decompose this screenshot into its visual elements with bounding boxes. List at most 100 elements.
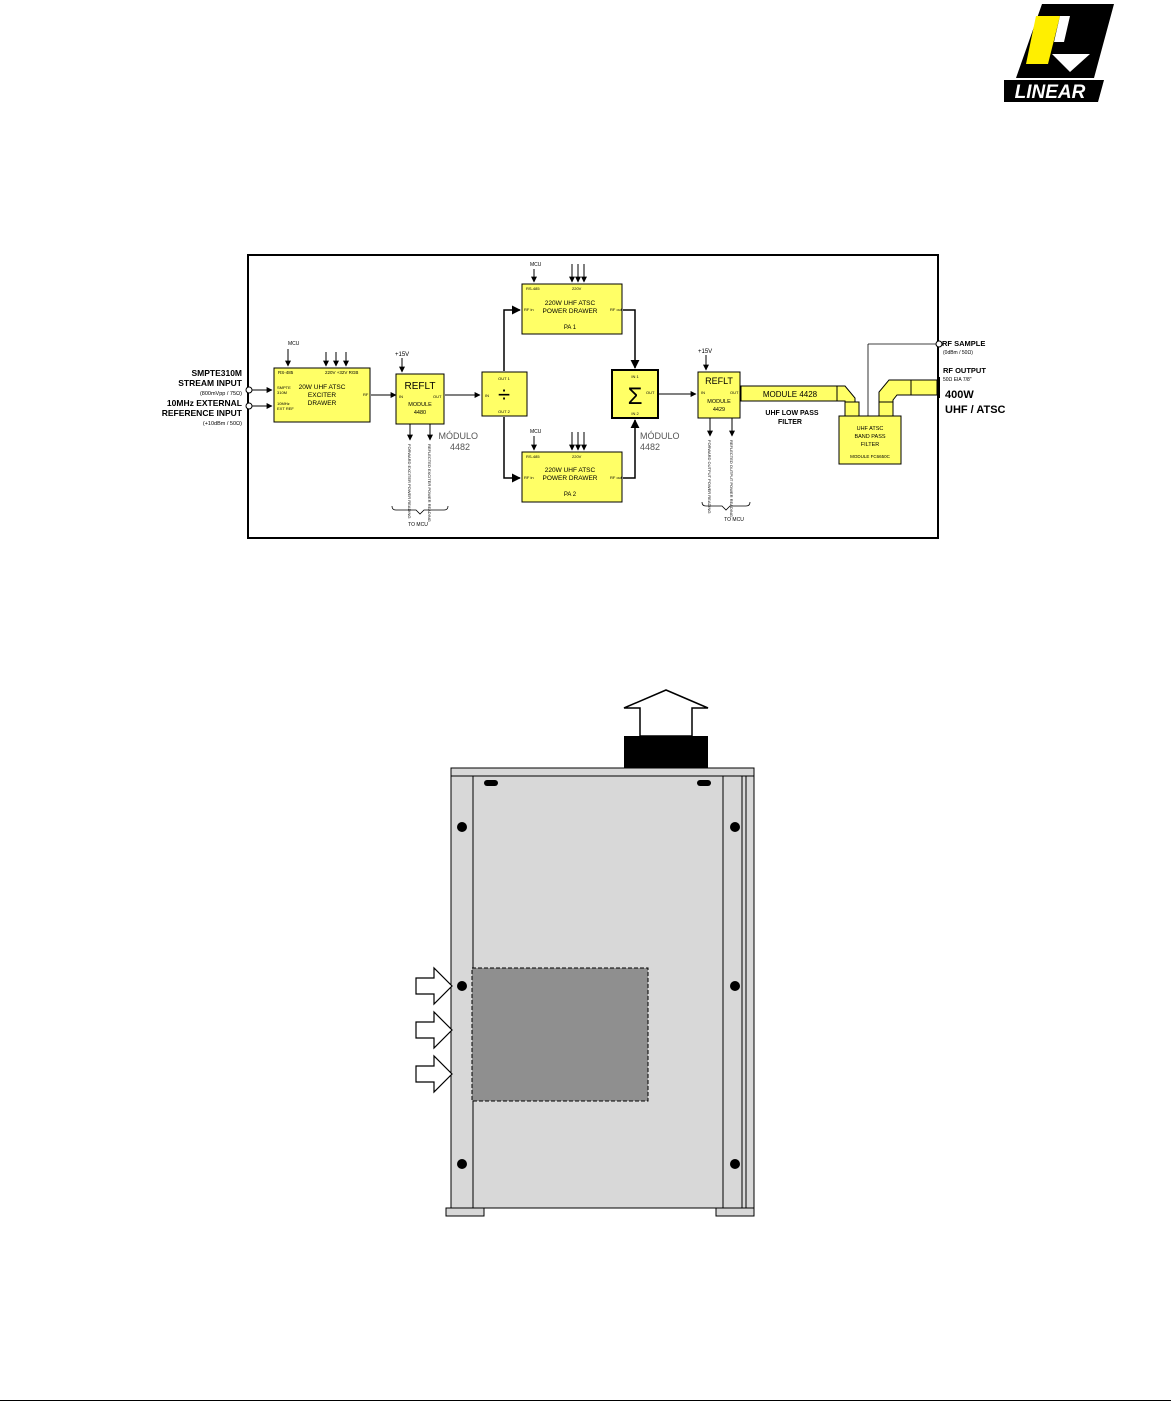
cabinet-top-rail: [450, 767, 755, 777]
heatsink-area: [471, 967, 649, 1102]
exciter-mcu-label: MCU: [288, 341, 300, 347]
logo-text: LINEAR: [1015, 82, 1086, 102]
reflt-right-in: IN: [701, 390, 705, 395]
bandpass-line-2: BAND PASS: [854, 434, 885, 440]
rf-output-sub: 50Ω EIA 7/8": [943, 377, 972, 383]
stream-input-connector: [245, 386, 253, 394]
lowpass-line-2: FILTER: [778, 419, 802, 426]
lowpass-filter: MODULE 4428 UHF LOW PASS FILTER: [740, 385, 838, 426]
reflt-right-module: MODULE: [707, 399, 731, 405]
pa2-drawer: MCU RS-485 220V 220W UHF ATSC POWER DRAW…: [521, 429, 623, 503]
exciter-rs485: RS-485: [278, 370, 294, 375]
screw-icon: [457, 981, 467, 991]
divider-label-2: 4482: [450, 442, 470, 452]
pa2-supply: 220V: [572, 454, 582, 459]
output-labels: RF SAMPLE (0dBm / 50Ω) RF OUTPUT 50Ω EIA…: [942, 339, 1006, 416]
reflt-left-title: REFLT: [405, 381, 436, 392]
bandpass-line-1: UHF ATSC: [857, 426, 884, 432]
pa1-rs485: RS-485: [526, 286, 540, 291]
stream-input-label-1: SMPTE310M: [191, 368, 242, 378]
combiner-in2: IN 2: [631, 411, 639, 416]
reflt-right-title: REFLT: [705, 376, 733, 386]
lowpass-line-1: UHF LOW PASS: [765, 410, 818, 417]
rf-sample-label: RF SAMPLE: [942, 339, 985, 348]
exciter-title-1: 20W UHF ATSC: [299, 384, 346, 391]
output-band-label: UHF / ATSC: [945, 404, 1006, 416]
reflt-left-to-mcu: TO MCU: [408, 522, 428, 528]
screw-icon: [457, 1159, 467, 1169]
pa1-drawer: MCU RS-485 220V 220W UHF ATSC POWER DRAW…: [521, 262, 623, 335]
lowpass-module: MODULE 4428: [763, 390, 818, 399]
exciter-port-ext: EXT REF: [277, 406, 294, 411]
bandpass-line-4: MODULE FC6650C: [850, 454, 891, 459]
pa2-line-2: POWER DRAWER: [542, 475, 597, 482]
page-footer-rule: [0, 1400, 1171, 1401]
ref-input-sub: (+10dBm / 50Ω): [203, 421, 242, 427]
divider-label-1: MÓDULO: [438, 431, 478, 441]
pa1-supply: 220V: [572, 286, 582, 291]
cabinet-drawing: [415, 689, 755, 1217]
divider-in: IN: [485, 393, 489, 398]
top-handle-right-icon: [697, 780, 711, 786]
pa1-line-2: POWER DRAWER: [542, 308, 597, 315]
combiner-label-2: 4482: [640, 442, 660, 452]
reflt-left-number: 4480: [414, 410, 426, 416]
exciter-title-3: DRAWER: [308, 400, 337, 407]
reflt-right-to-mcu: TO MCU: [724, 517, 744, 523]
divider-symbol: ÷: [498, 382, 510, 407]
screw-icon: [457, 822, 467, 832]
bandpass-line-3: FILTER: [861, 442, 880, 448]
ref-input-connector: [245, 402, 253, 410]
combiner-out: OUT: [646, 390, 655, 395]
bandpass-filter: UHF ATSC BAND PASS FILTER MODULE FC6650C: [838, 415, 902, 465]
exciter-title-2: EXCITER: [308, 392, 336, 399]
exciter-port-smpte2: 310M: [277, 390, 287, 395]
pa1-port-in: RF in: [524, 307, 534, 312]
reflt-right-number: 4429: [713, 407, 725, 413]
linear-logo: LINEAR: [1004, 2, 1116, 103]
rf-output-label: RF OUTPUT: [943, 366, 986, 375]
reflt-right-out: OUT: [730, 390, 739, 395]
combiner-label-1: MÓDULO: [640, 431, 680, 441]
exciter-drawer: MCU RS-485 220V +32V RGB 20W UHF ATSC EX…: [273, 341, 371, 423]
reflt-right-reading-1: FORWARD OUTPUT POWER READING: [707, 440, 712, 513]
pa1-line-3: PA 1: [564, 325, 577, 331]
top-handle-left-icon: [484, 780, 498, 786]
exciter-port-smpte: SMPTE: [277, 385, 291, 390]
ref-input-label-1: 10MHz EXTERNAL: [167, 398, 242, 408]
screw-icon: [730, 981, 740, 991]
intake-arrow-icon: [415, 966, 453, 1006]
exhaust-arrow-outline: [623, 689, 709, 737]
block-diagram: SMPTE310M STREAM INPUT (800mVpp / 75Ω) 1…: [162, 254, 1006, 539]
input-labels: SMPTE310M STREAM INPUT (800mVpp / 75Ω) 1…: [162, 368, 243, 427]
pa2-mcu: MCU: [530, 429, 542, 435]
linear-logo-mark: LINEAR: [1004, 4, 1114, 103]
stream-input-sub: (800mVpp / 75Ω): [200, 391, 242, 397]
ref-input-label-2: REFERENCE INPUT: [162, 408, 243, 418]
foot-right: [715, 1207, 755, 1217]
screw-icon: [730, 1159, 740, 1169]
pa2-port-in: RF in: [524, 475, 534, 480]
divider-out1: OUT 1: [498, 376, 510, 381]
output-power-label: 400W: [945, 389, 974, 401]
exhaust-duct: [624, 736, 708, 768]
pa1-line-1: 220W UHF ATSC: [545, 300, 596, 307]
reflt-left-module: MODULE: [408, 402, 432, 408]
pa2-line-3: PA 2: [564, 492, 577, 498]
reflt-left-in: IN: [399, 394, 403, 399]
screw-icon: [730, 822, 740, 832]
reflt-right-supply: +15V: [698, 349, 712, 355]
reflt-left-supply: +15V: [395, 352, 409, 358]
pa2-port-out: RF out: [610, 475, 623, 480]
intake-arrow-icon: [415, 1010, 453, 1050]
pa1-port-out: RF out: [610, 307, 623, 312]
divider-out2: OUT 2: [498, 409, 510, 414]
reflt-right-reading-2: REFLECTED OUTPUT POWER READING: [729, 440, 734, 517]
pa1-mcu: MCU: [530, 262, 542, 268]
reflt-module-left: +15V REFLT IN OUT MODULE 4480 FORWARD EX…: [391, 352, 449, 528]
rf-sample-sub: (0dBm / 50Ω): [943, 350, 973, 356]
reflt-left-reading-1: FORWARD EXCITER POWER READING: [407, 444, 412, 518]
foot-left: [445, 1207, 485, 1217]
reflt-left-reading-2: REFLECTED EXCITER POWER READING: [427, 444, 432, 522]
power-divider: ÷ OUT 1 OUT 2 IN MÓDULO 4482: [438, 371, 528, 452]
